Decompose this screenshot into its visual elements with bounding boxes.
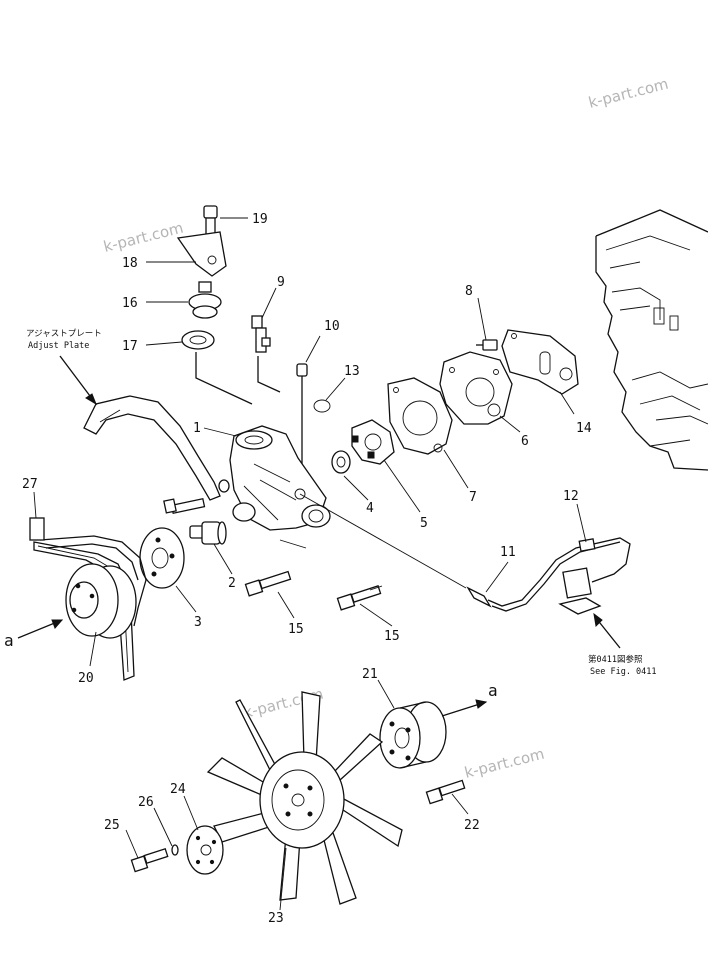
part-14-gasket [501, 329, 579, 395]
part-15-bolts [244, 539, 383, 611]
callout-14: 14 [576, 421, 592, 436]
part-7-gasket [387, 377, 453, 455]
part-18-thermostat-cover [176, 231, 227, 277]
view-arrow-left [17, 619, 64, 639]
callout-4: 4 [366, 501, 374, 516]
callout-11: 11 [500, 545, 516, 560]
view-marker-right: a [488, 681, 498, 700]
part-4-seal [331, 450, 351, 474]
callout-17: 17 [122, 339, 138, 354]
view-arrow-right [441, 699, 488, 717]
adjust-plate-label-jp: アジャストプレート [26, 329, 102, 339]
part-17-seal-ring [181, 330, 253, 405]
callout-5: 5 [420, 516, 428, 531]
adjust-plate [83, 395, 230, 501]
part-22-bolt [425, 779, 466, 805]
callout-7: 7 [469, 490, 477, 505]
adjust-bolt [163, 497, 206, 515]
callout-3: 3 [194, 615, 202, 630]
callout-16: 16 [122, 296, 138, 311]
callout-15-right: 15 [384, 629, 400, 644]
part-16-thermostat [188, 281, 222, 319]
adjust-plate-label-en: Adjust Plate [28, 341, 89, 351]
part-5-impeller [351, 419, 395, 465]
callout-13: 13 [344, 364, 360, 379]
see-fig-en: See Fig. 0411 [590, 667, 657, 677]
part-21-fan-spacer [379, 701, 447, 769]
part-25-26-bolt-washer [130, 844, 179, 873]
part-1-water-pump [229, 425, 331, 531]
part-2-spacer [189, 521, 227, 545]
see-fig-jp: 第0411図参照 [588, 654, 643, 665]
part-19-bolt [203, 205, 218, 237]
part-23-fan [206, 691, 403, 905]
callout-21: 21 [362, 667, 378, 682]
callout-18: 18 [122, 256, 138, 271]
watermark-bottom-right: k-part.com [463, 745, 547, 782]
part-9-cock [251, 315, 281, 393]
part-13-o-ring [313, 399, 331, 413]
part-10-plug [296, 363, 308, 478]
engine-block [595, 209, 708, 471]
callout-6: 6 [521, 434, 529, 449]
part-11-12-sensor-harness [466, 537, 631, 615]
part-27-fan-belt [29, 517, 147, 681]
callout-23: 23 [268, 911, 284, 926]
leader-lines [33, 217, 621, 911]
part-8-bolt [476, 339, 498, 351]
notes: アジャストプレート Adjust Plate 第0411図参照 See Fig.… [4, 329, 657, 700]
callout-2: 2 [228, 576, 236, 591]
callout-24: 24 [170, 782, 186, 797]
watermark-top-left: k-part.com [102, 219, 186, 256]
part-20-crank-pulley [65, 563, 137, 639]
callout-1: 1 [193, 421, 201, 436]
callout-12: 12 [563, 489, 579, 504]
sensor-leader [299, 493, 467, 589]
part-24-plate [186, 825, 224, 875]
callout-9: 9 [277, 275, 285, 290]
callout-20: 20 [78, 671, 94, 686]
view-marker-left: a [4, 631, 14, 650]
callout-numbers: 19 18 16 17 9 10 13 8 1 14 6 7 5 4 2 3 1… [22, 212, 592, 926]
callout-26: 26 [138, 795, 154, 810]
callout-25: 25 [104, 818, 120, 833]
callout-10: 10 [324, 319, 340, 334]
watermark-top-right: k-part.com [587, 75, 671, 112]
callout-22: 22 [464, 818, 480, 833]
callout-15-left: 15 [288, 622, 304, 637]
callout-8: 8 [465, 284, 473, 299]
part-6-cover-plate [439, 351, 513, 425]
part-3-pulley-hub [139, 527, 185, 589]
callout-19: 19 [252, 212, 268, 227]
callout-27: 27 [22, 477, 38, 492]
